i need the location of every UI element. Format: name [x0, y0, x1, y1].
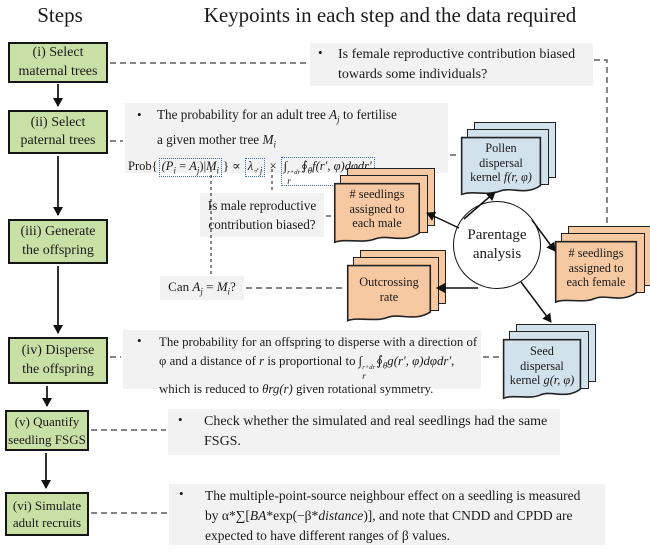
keypoint-check-fsgs: • Check whether the simulated and real s… [168, 409, 560, 455]
keypoint-text-line: φ and a distance of r is proportional to… [159, 354, 455, 381]
keypoint-text-line: contribution biased? [208, 217, 316, 232]
keypoint-text-line: The probability for an offspring to disp… [159, 335, 478, 349]
keypoint-male-contribution: Is male reproductive contribution biased… [200, 193, 324, 237]
bullet-icon: • [178, 412, 183, 427]
step-label-line: (ii) Select [30, 114, 86, 130]
keypoints-column-title: Keypoints in each step and the data requ… [203, 3, 577, 27]
keypoint-female-contribution: • Is female reproductive contribution bi… [310, 43, 593, 86]
step-box-quantify-seedling-fsgs: (v) Quantify seedling FSGS [5, 410, 89, 451]
keypoint-text-line: a given mother tree Mi [157, 131, 276, 150]
step-box-disperse-offspring: (iv) Disperse the offspring [8, 337, 108, 384]
card-label: # seedlings assigned to each female [566, 246, 626, 290]
keypoint-text-line: Is male reproductive [207, 198, 317, 213]
formula-term-male-fecundity: λ♂j [244, 158, 266, 177]
step-label-line: (i) Select [32, 45, 84, 61]
card-shape [333, 182, 421, 248]
parentage-analysis-node: Parentage analysis [453, 201, 541, 289]
steps-column-title: Steps [37, 3, 83, 27]
card-shape [502, 338, 582, 404]
step-label-line: (vi) Simulate [12, 497, 82, 513]
step-label-line: (iv) Disperse [21, 343, 95, 359]
step-box-select-paternal-trees: (ii) Select paternal trees [8, 110, 108, 154]
bullet-icon: • [318, 45, 323, 60]
dash-keypoint1-seedlings-female [594, 59, 608, 224]
pollen-dispersal-kernel-cards: Pollen dispersal kernel f(r, φ) [460, 122, 556, 202]
card-shape [346, 264, 432, 326]
keypoint-text-line: expected to have different ranges of β v… [205, 528, 451, 543]
keypoint-paternity-probability: • The probability for an adult tree Aj t… [125, 103, 448, 187]
step-label-line: seedling FSGS [8, 431, 86, 447]
step-label-line: the offspring [22, 361, 94, 377]
keypoint-dispersal-probability: • The probability for an offspring to di… [123, 330, 481, 396]
step-label-line: the offspring [22, 242, 94, 258]
node-label-line: analysis [472, 246, 522, 262]
step-label-line: (iii) Generate [20, 224, 96, 240]
outcrossing-rate-cards: Outcrossing rate [346, 250, 446, 330]
seedlings-per-male-cards: # seedlings assigned to each male [333, 168, 435, 252]
card-label: Seed dispersal kernel g(r, φ) [509, 344, 575, 388]
card-shape [554, 240, 638, 308]
seed-dispersal-kernel-cards: Seed dispersal kernel g(r, φ) [502, 324, 596, 408]
step-label-line: (v) Quantify [14, 414, 80, 430]
step-box-generate-offspring: (iii) Generate the offspring [8, 219, 108, 264]
step-box-select-maternal-trees: (i) Select maternal trees [8, 42, 108, 83]
arrow-parentage-to-seed-kernel [520, 281, 552, 323]
bullet-icon: • [137, 107, 142, 122]
keypoint-text-line: The multiple-point-source neighbour effe… [205, 488, 581, 503]
keypoint-text-line: Is female reproductive contribution bias… [338, 47, 576, 62]
keypoint-text-line: towards some individuals? [338, 67, 488, 82]
keypoint-text-line: by α*∑[BA*exp(−β*distance)], and note th… [205, 508, 573, 523]
keypoint-text-line: which is reduced to θrg(r) given rotatio… [159, 382, 434, 396]
formula-term-parent-pair: (Pi = Aj)|Mi [158, 158, 223, 177]
keypoint-neighbour-effect: • The multiple-point-source neighbour ef… [169, 484, 605, 545]
card-label: Pollen dispersal kernel f(r, φ) [470, 141, 532, 185]
card-label: Outcrossing rate [359, 275, 419, 304]
bullet-icon: • [179, 486, 184, 501]
card-label: # seedlings assigned to each male [349, 187, 405, 231]
step-label-line: paternal trees [20, 133, 96, 148]
step-label-line: adult recruits [12, 515, 82, 530]
seedlings-per-female-cards: # seedlings assigned to each female [554, 226, 650, 312]
node-label-line: Parentage [467, 227, 527, 243]
keypoint-selfing-question: Can Aj = Mi? [160, 276, 244, 300]
bullet-icon: • [137, 333, 142, 348]
step-box-simulate-adult-recruits: (vi) Simulate adult recruits [5, 492, 89, 536]
keypoint-text-line: Check whether the simulated and real see… [204, 414, 548, 429]
keypoint-text-line: The probability for an adult tree Aj to … [157, 107, 397, 125]
keypoint-text-line: FSGS. [204, 434, 241, 449]
step-label-line: maternal trees [18, 63, 98, 79]
